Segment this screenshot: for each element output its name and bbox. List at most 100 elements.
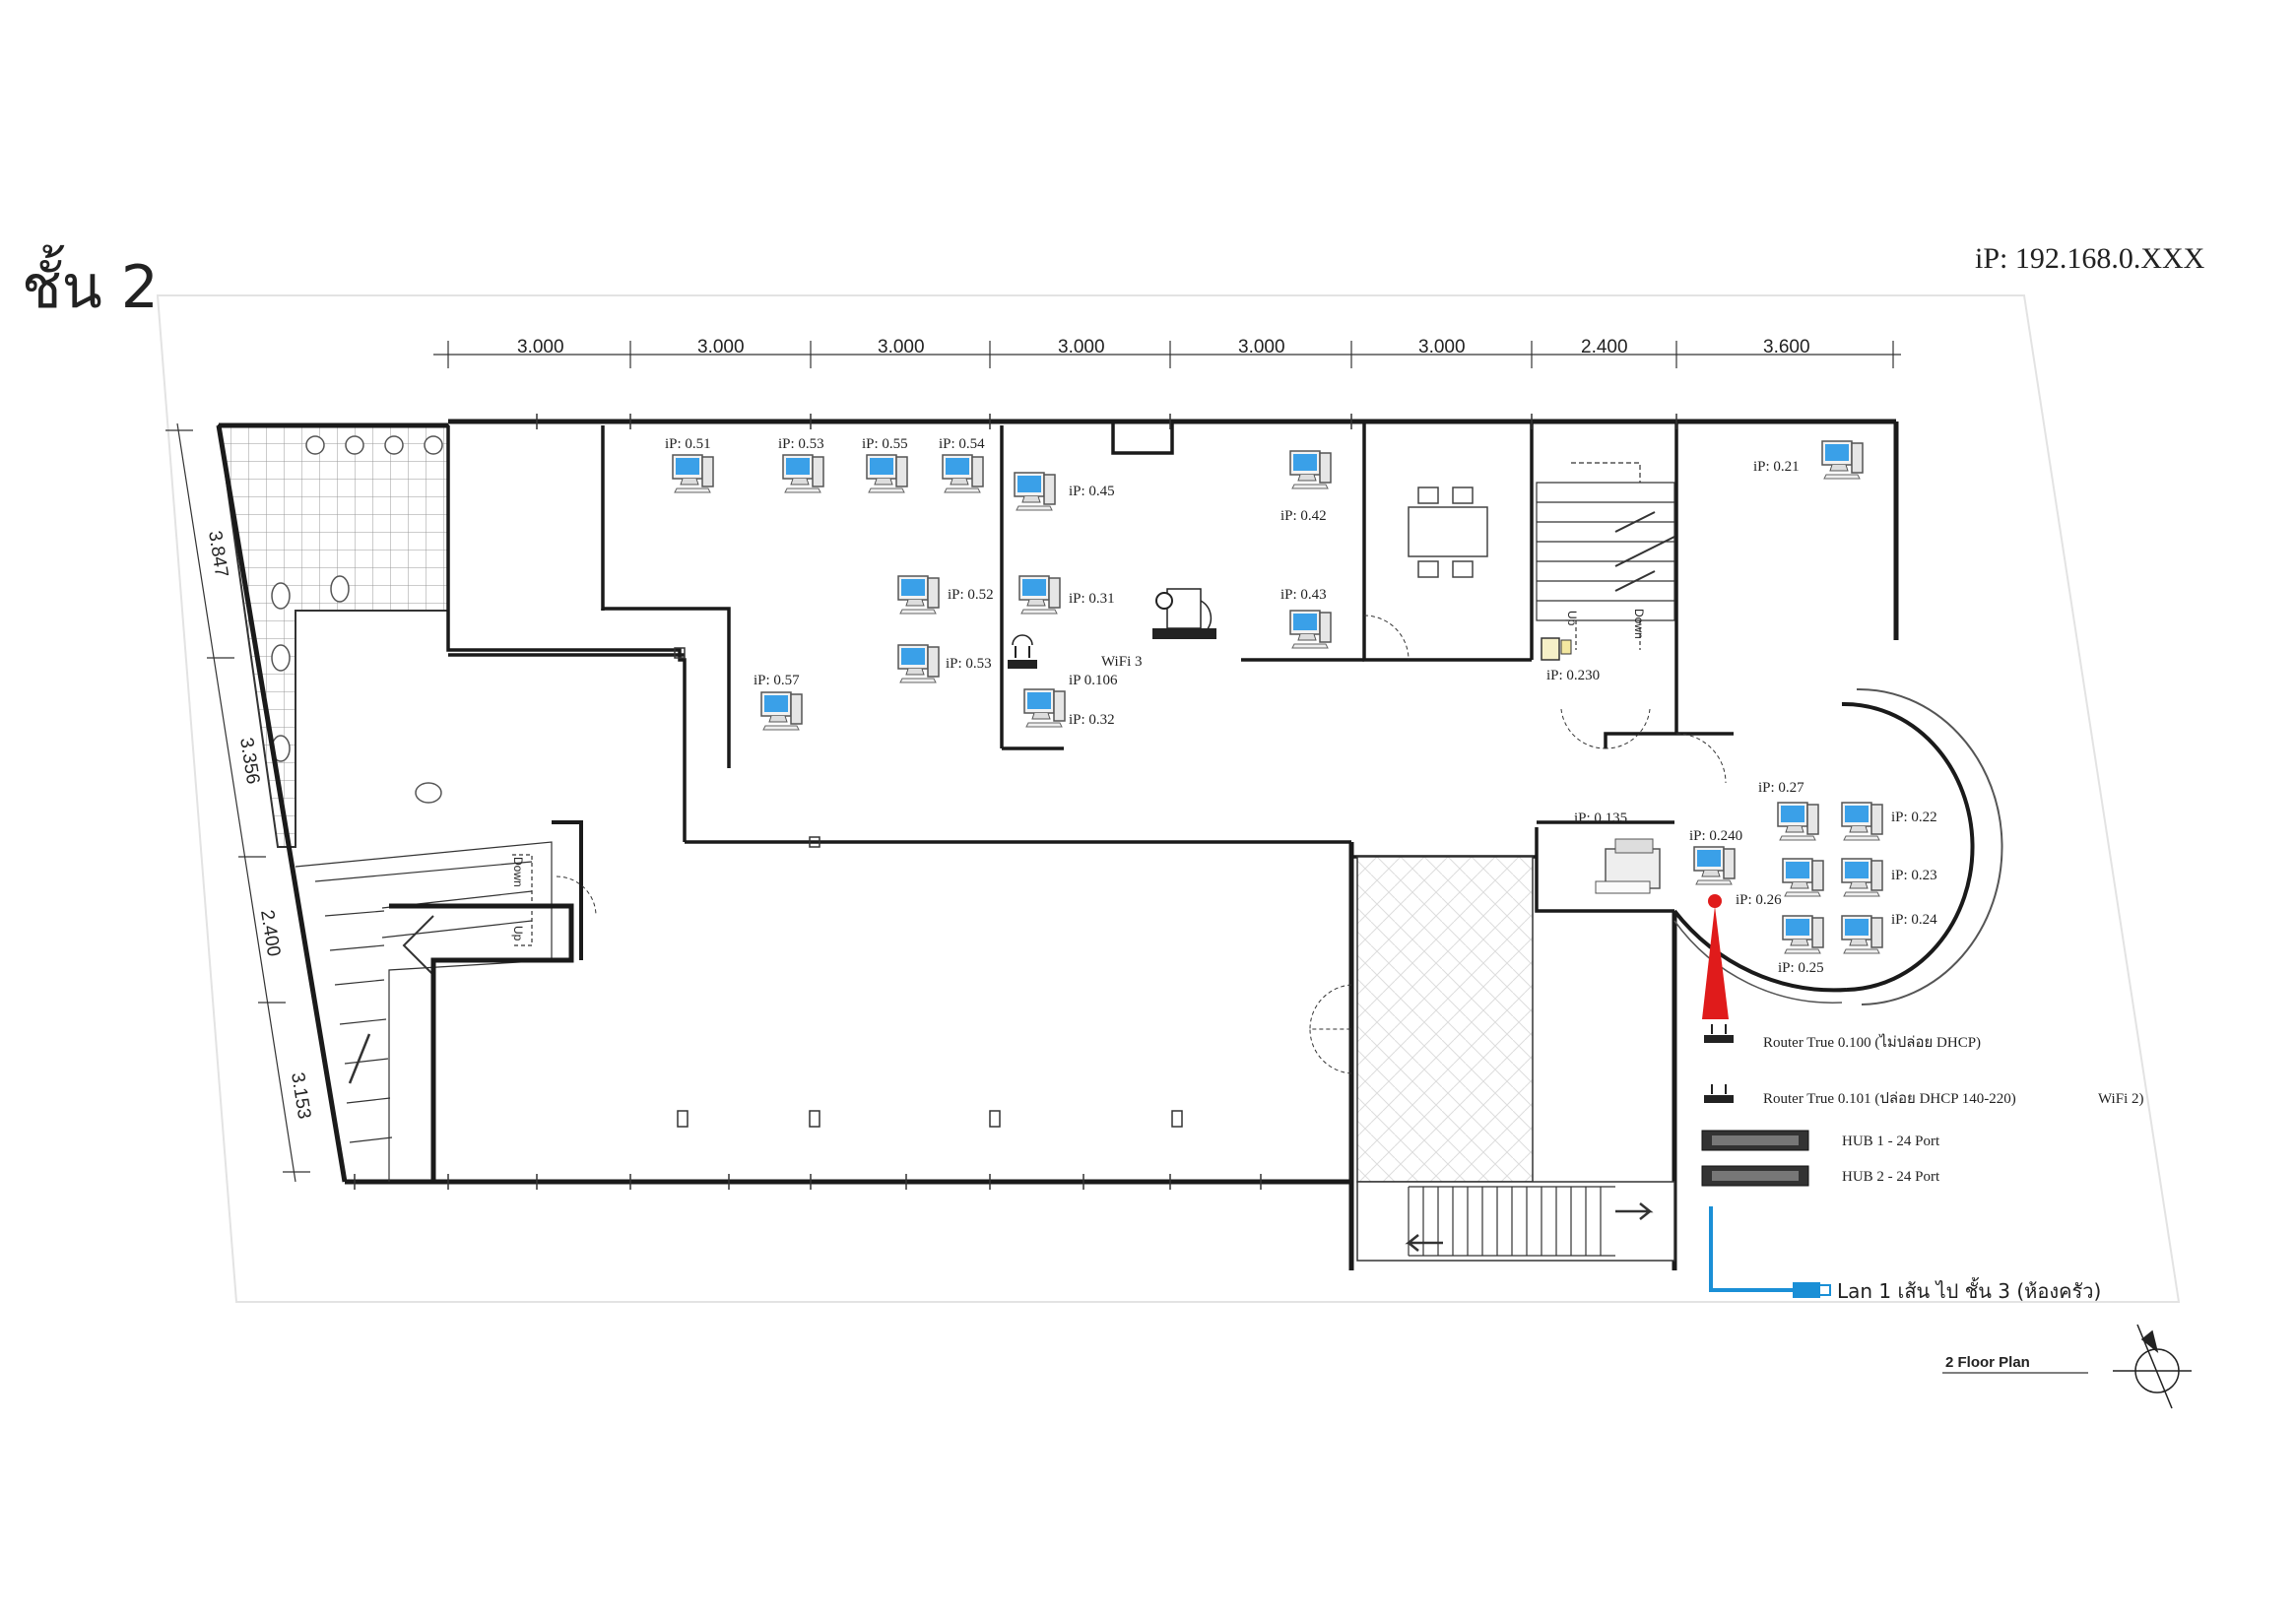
ip-label: iP: 0.53 bbox=[946, 656, 992, 672]
computer-icon bbox=[1014, 472, 1056, 511]
ip-label: iP: 0.55 bbox=[862, 436, 908, 452]
computer-icon bbox=[897, 644, 940, 683]
dim-top-1: 3.000 bbox=[517, 337, 564, 357]
computer-icon bbox=[897, 575, 940, 615]
phone-ip-label: iP: 0.230 bbox=[1546, 668, 1600, 683]
legend-router1: Router True 0.100 (ไม่ปล่อย DHCP) bbox=[1704, 1024, 1981, 1051]
computer-icon bbox=[1782, 915, 1824, 954]
computer-icon bbox=[1841, 858, 1883, 897]
door-swing-courtyard bbox=[1309, 984, 1352, 1074]
sink-row bbox=[271, 435, 443, 804]
computer-icon bbox=[1821, 440, 1864, 480]
ip-label: iP: 0.54 bbox=[939, 436, 985, 452]
printer-icon bbox=[1595, 838, 1661, 894]
dim-left-4: 3.153 bbox=[287, 1070, 314, 1120]
computer-icon bbox=[1289, 450, 1332, 489]
subnet-label: iP: 192.168.0.XXX bbox=[1975, 242, 2205, 275]
computer-icon bbox=[1777, 802, 1819, 841]
computer-icon bbox=[672, 454, 714, 493]
plan-label: 2 Floor Plan bbox=[1945, 1354, 2030, 1371]
ip-labels: iP: 0.51 iP: 0.53 iP: 0.55 iP: 0.54 iP: … bbox=[665, 436, 1937, 976]
computer-icon bbox=[1018, 575, 1061, 615]
lower-stair-steps bbox=[1405, 1186, 1654, 1257]
ip-label: iP: 0.25 bbox=[1778, 960, 1824, 976]
ip-label: iP: 0.45 bbox=[1069, 484, 1115, 499]
window-marks bbox=[354, 414, 1677, 1190]
dim-left-2: 3.356 bbox=[235, 736, 263, 785]
door-swing-stair bbox=[556, 875, 597, 917]
computer-icon bbox=[782, 454, 824, 493]
dim-top-4: 3.000 bbox=[1058, 337, 1105, 357]
dim-top-8: 3.600 bbox=[1763, 337, 1810, 357]
ip-label: iP: 0.21 bbox=[1753, 459, 1800, 475]
stair-wall-left bbox=[389, 903, 574, 1182]
ip-label: iP: 0.53 bbox=[778, 436, 824, 452]
network-hub-marker bbox=[1702, 894, 1729, 1019]
ip-label: iP: 0.240 bbox=[1689, 828, 1742, 844]
curved-bay-inner bbox=[1673, 909, 1848, 993]
hub1-label: HUB 1 - 24 Port bbox=[1842, 1134, 1940, 1149]
ip-label: iP: 0.52 bbox=[948, 587, 994, 603]
curved-bay-glass bbox=[1673, 920, 1843, 1004]
poe-switch-icon bbox=[1152, 588, 1216, 639]
legend-hub1: HUB 1 - 24 Port bbox=[1701, 1130, 1940, 1151]
dim-top-2: 3.000 bbox=[697, 337, 745, 357]
dimension-line-left bbox=[165, 422, 310, 1183]
lower-stair-block bbox=[1356, 1181, 1675, 1262]
ip-label: iP: 0.57 bbox=[754, 673, 800, 688]
ip-label: iP: 0.51 bbox=[665, 436, 711, 452]
courtyard-floor bbox=[1356, 856, 1534, 1183]
computer-icon bbox=[1782, 858, 1824, 897]
staircase-middle bbox=[1536, 462, 1675, 650]
computer-icon bbox=[760, 691, 803, 731]
ip-label: iP: 0.42 bbox=[1280, 508, 1327, 524]
lan-label: Lan 1 เส้น ไป ชั้น 3 (ห้องครัว) bbox=[1837, 1277, 2101, 1303]
router1-label: Router True 0.100 (ไม่ปล่อย DHCP) bbox=[1763, 1033, 1981, 1051]
stair-landing-wall bbox=[552, 820, 583, 960]
curved-bay-outer bbox=[1856, 687, 2003, 1005]
interior-walls bbox=[446, 421, 1734, 913]
curved-bay-wall bbox=[1841, 701, 1975, 992]
stair-up-label-left: Up bbox=[511, 926, 525, 941]
hub2-label: HUB 2 - 24 Port bbox=[1842, 1169, 1940, 1185]
ip-label: iP: 0.31 bbox=[1069, 591, 1115, 607]
computer-icon bbox=[1023, 688, 1066, 728]
ip-label: iP: 0.23 bbox=[1891, 868, 1937, 883]
dim-left-3: 2.400 bbox=[256, 908, 284, 957]
dim-top-7: 2.400 bbox=[1581, 337, 1628, 357]
printer-ip-label: iP: 0.135 bbox=[1574, 810, 1627, 826]
dim-top-5: 3.000 bbox=[1238, 337, 1285, 357]
ip-label: iP: 0.22 bbox=[1891, 810, 1937, 825]
stair-up-label-mid: Up bbox=[1565, 611, 1579, 626]
ip-phone-icon bbox=[1541, 637, 1572, 661]
stair-down-label-left: Down bbox=[511, 857, 525, 887]
legend-hub2: HUB 2 - 24 Port bbox=[1701, 1165, 1940, 1187]
computer-icon bbox=[1841, 802, 1883, 841]
computer-icon bbox=[1841, 915, 1883, 954]
ip-label: iP: 0.26 bbox=[1736, 892, 1782, 908]
dim-top-6: 3.000 bbox=[1418, 337, 1466, 357]
door-swing-bay bbox=[1675, 733, 1727, 784]
door-swing-meeting bbox=[1363, 615, 1410, 661]
computer-icon bbox=[1693, 846, 1736, 885]
computer-icon bbox=[1289, 610, 1332, 649]
computer-icons bbox=[672, 440, 1883, 954]
ip-label: iP: 0.32 bbox=[1069, 712, 1115, 728]
dim-top-3: 3.000 bbox=[878, 337, 925, 357]
dim-left-1: 3.847 bbox=[204, 529, 231, 578]
legend-lan: Lan 1 เส้น ไป ชั้น 3 (ห้องครัว) bbox=[1709, 1206, 2101, 1303]
floor-title: ชั้น 2 bbox=[22, 244, 159, 322]
legend-router2: Router True 0.101 (ปล่อย DHCP 140-220) W… bbox=[1704, 1084, 2143, 1107]
router2-label: Router True 0.101 (ปล่อย DHCP 140-220) bbox=[1763, 1091, 2016, 1107]
north-arrow-icon bbox=[2113, 1324, 2192, 1409]
ip-label: iP: 0.27 bbox=[1758, 780, 1804, 796]
door-swing-double bbox=[1560, 708, 1651, 749]
wifi2-label: WiFi 2) bbox=[2098, 1091, 2143, 1107]
ip-label: iP: 0.43 bbox=[1280, 587, 1327, 603]
stair-down-label-mid: Down bbox=[1632, 609, 1646, 639]
meeting-table bbox=[1408, 486, 1488, 578]
ip-label: iP 0.106 bbox=[1069, 673, 1118, 688]
ip-label: iP: 0.24 bbox=[1891, 912, 1937, 928]
computer-icon bbox=[942, 454, 984, 493]
